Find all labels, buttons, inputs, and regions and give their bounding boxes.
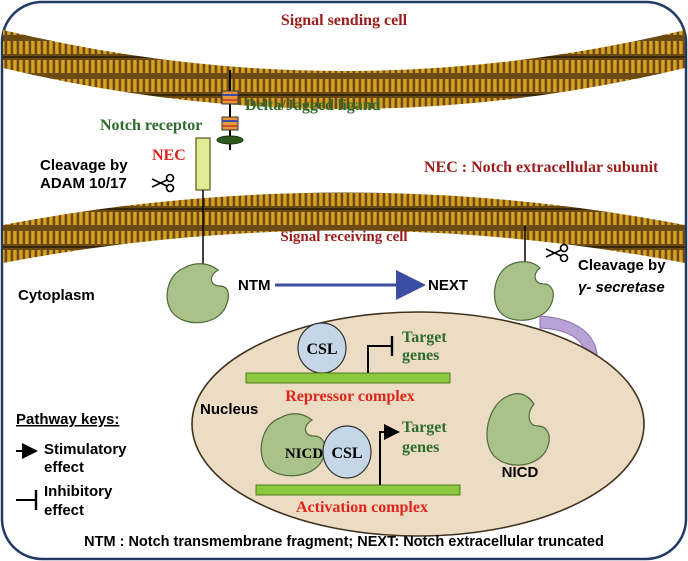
stimulatory-key-line2: effect bbox=[44, 459, 84, 476]
scissors-icon-gamma bbox=[545, 243, 569, 263]
signal-sending-cell-label: Signal sending cell bbox=[281, 12, 408, 29]
repressor-bar bbox=[245, 372, 451, 384]
stimulatory-key-line1: Stimulatory bbox=[44, 441, 127, 458]
delta-jagged-ligand-label: Delta/Jagged ligand bbox=[245, 97, 381, 114]
csl-bottom-label: CSL bbox=[331, 445, 362, 462]
inhibitory-key-line2: effect bbox=[44, 502, 84, 519]
scissors-icon bbox=[151, 173, 175, 193]
csl-top-label: CSL bbox=[306, 341, 337, 358]
csl-bottom bbox=[322, 425, 372, 479]
nec-definition-label: NEC : Notch extracellular subunit bbox=[424, 159, 659, 176]
signal-receiving-cell-label: Signal receiving cell bbox=[280, 229, 407, 245]
next-fragment bbox=[493, 226, 554, 321]
delta-jagged-ligand bbox=[216, 70, 244, 150]
activation-complex-label: Activation complex bbox=[296, 499, 428, 516]
cleavage-adam-label-line2: ADAM 10/17 bbox=[40, 175, 127, 192]
nicd-in-complex-label: NICD bbox=[285, 446, 324, 462]
notch-receptor-label: Notch receptor bbox=[100, 117, 202, 134]
cleavage-gamma-label-line1: Cleavage by bbox=[578, 257, 666, 274]
nicd-free bbox=[486, 393, 550, 466]
next-label: NEXT bbox=[428, 277, 468, 294]
footnote: NTM : Notch transmembrane fragment; NEXT… bbox=[84, 534, 604, 550]
inhibitory-key-line1: Inhibitory bbox=[44, 483, 113, 500]
target-genes-top-line2: genes bbox=[402, 347, 439, 364]
receiving-cell-membrane bbox=[3, 192, 685, 263]
nec-label: NEC bbox=[152, 147, 186, 164]
target-genes-bottom-line2: genes bbox=[402, 439, 439, 456]
sending-cell-membrane bbox=[3, 30, 685, 109]
activation-bar bbox=[255, 484, 461, 496]
target-genes-bottom-line1: Target bbox=[402, 419, 447, 436]
nicd-free-label: NICD bbox=[502, 464, 539, 481]
pathway-keys-title: Pathway keys: bbox=[16, 411, 119, 428]
nucleus bbox=[191, 311, 645, 537]
stimulatory-arrow-bottom bbox=[379, 424, 400, 485]
repressor-complex-label: Repressor complex bbox=[285, 388, 415, 405]
cytoplasm-label: Cytoplasm bbox=[18, 287, 95, 304]
target-genes-top-line1: Target bbox=[402, 329, 447, 346]
inhibitory-key-symbol bbox=[16, 490, 38, 510]
ntm-label: NTM bbox=[238, 277, 271, 294]
inhibitory-arrow-top bbox=[367, 336, 394, 373]
nucleus-label: Nucleus bbox=[200, 401, 258, 418]
cleavage-gamma-label-line2: γ- secretase bbox=[578, 279, 665, 296]
notch-receptor bbox=[195, 137, 211, 258]
cleavage-adam-label-line1: Cleavage by bbox=[40, 157, 128, 174]
ntm-fragment bbox=[166, 258, 230, 324]
